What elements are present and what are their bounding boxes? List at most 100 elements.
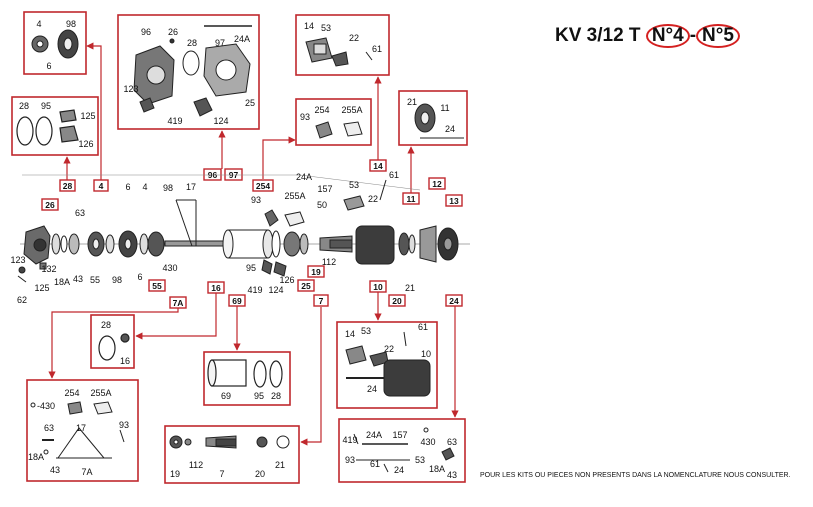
box12-label: 157	[392, 430, 407, 440]
main-label: 22	[368, 194, 378, 204]
tag-box-12	[428, 177, 446, 190]
main-label: 21	[405, 283, 415, 293]
box9-label: -430	[37, 401, 55, 411]
page-title: KV 3/12 T N°4-N°5	[555, 24, 740, 48]
box5-label: 255A	[341, 105, 362, 115]
detail-box-4	[295, 14, 390, 76]
main-label: 24A	[296, 172, 312, 182]
detail-box-9	[26, 379, 139, 482]
box12-label: 63	[447, 437, 457, 447]
main-assembly	[17, 174, 470, 283]
main-label: 50	[317, 200, 327, 210]
title-prefix: KV 3/12 T	[555, 25, 641, 46]
detail-box-2	[11, 96, 99, 156]
detail-box-8	[203, 351, 291, 406]
leader-7A	[48, 308, 179, 379]
box6-label: 21	[407, 97, 417, 107]
box2-label: 95	[41, 101, 51, 111]
detail-box-3	[117, 14, 260, 130]
tag-7A: 7A	[173, 298, 184, 308]
box12-label: 53	[415, 455, 425, 465]
box9-label: 93	[119, 420, 129, 430]
main-label: 6	[137, 272, 142, 282]
box3-label: 25	[245, 98, 255, 108]
main-label: 63	[75, 208, 85, 218]
tag-box-4	[93, 179, 109, 192]
tag-7: 7	[319, 296, 324, 306]
tag-box-16	[207, 281, 225, 294]
box7-label: 16	[120, 356, 130, 366]
tag-box-24	[445, 294, 463, 307]
main-label: 6	[125, 182, 130, 192]
tag-box-254	[252, 179, 274, 192]
tag-254: 254	[256, 181, 270, 191]
box9-label: 7A	[81, 467, 92, 477]
box9-label: 254	[64, 388, 79, 398]
detail-box-5	[295, 98, 372, 146]
detail-box-6	[398, 90, 468, 146]
box9-label: 43	[50, 465, 60, 475]
tag-box-11	[402, 192, 420, 205]
leader-7	[300, 307, 322, 446]
tag-box-97	[224, 168, 243, 181]
box7-label: 28	[101, 320, 111, 330]
tag-25: 25	[301, 281, 311, 291]
title-separator: -	[689, 25, 697, 46]
box6-label: 11	[440, 103, 449, 113]
main-label: 98	[163, 183, 173, 193]
main-label: 430	[162, 263, 177, 273]
tag-20: 20	[392, 296, 402, 306]
main-label: 55	[90, 275, 100, 285]
box1-label: 4	[36, 19, 41, 29]
box11-label: 14	[345, 329, 355, 339]
tag-12: 12	[432, 179, 442, 189]
tag-4: 4	[99, 181, 104, 191]
main-label: 419	[247, 285, 262, 295]
box3-label: 124	[213, 116, 228, 126]
box11-label: 24	[367, 384, 377, 394]
box10-label: 7	[219, 469, 224, 479]
tag-box-69	[228, 294, 246, 307]
tag-10: 10	[373, 282, 383, 292]
box2-label: 126	[78, 139, 93, 149]
tag-14: 14	[373, 161, 383, 171]
box3-label: 24A	[234, 34, 250, 44]
box4-label: 61	[372, 44, 382, 54]
box9-label: 255A	[90, 388, 111, 398]
box10-label: 21	[275, 460, 285, 470]
tag-box-20	[388, 294, 406, 307]
tag-box-26	[41, 198, 59, 211]
box11-label: 22	[384, 344, 394, 354]
main-label: 17	[186, 182, 196, 192]
box12-label: 43	[447, 470, 457, 480]
box10-label: 112	[189, 460, 203, 470]
box3-label: 97	[215, 38, 225, 48]
main-label: 61	[389, 170, 399, 180]
main-label: 43	[73, 274, 83, 284]
tag-box-13	[445, 194, 463, 207]
box2-label: 125	[80, 111, 95, 121]
box4-label: 22	[349, 33, 359, 43]
main-label: 18A	[54, 277, 70, 287]
main-label: 112	[322, 257, 336, 267]
box6-label: 24	[445, 124, 455, 134]
box10-label: 20	[255, 469, 265, 479]
tag-box-28	[59, 179, 76, 192]
tag-box-19	[307, 265, 325, 278]
detail-box-10	[164, 425, 300, 484]
box12-label: 430	[420, 437, 435, 447]
tag-11: 11	[407, 194, 416, 204]
box8-label: 28	[271, 391, 281, 401]
main-label: 53	[349, 180, 359, 190]
box1-label: 98	[66, 19, 76, 29]
main-label: 255A	[284, 191, 305, 201]
main-label: 157	[317, 184, 332, 194]
box3-label: 96	[141, 27, 151, 37]
box11-label: 10	[421, 349, 431, 359]
box9-label: 17	[76, 423, 86, 433]
tag-13: 13	[449, 196, 459, 206]
main-label: 125	[34, 283, 49, 293]
leader-254	[262, 136, 296, 179]
box11-label: 53	[361, 326, 371, 336]
main-label: 93	[251, 195, 261, 205]
